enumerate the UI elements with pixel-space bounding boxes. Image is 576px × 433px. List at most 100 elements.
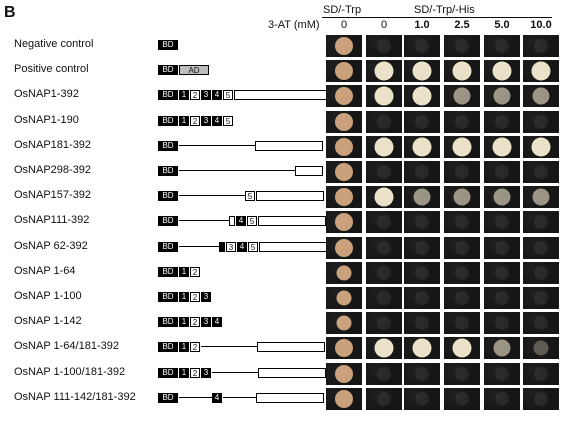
domain-box: BD xyxy=(158,342,178,353)
yeast-spot xyxy=(455,316,469,331)
growth-cell xyxy=(484,261,520,284)
domain-box: BD xyxy=(158,65,178,76)
growth-cell xyxy=(484,60,520,83)
yeast-spot xyxy=(377,165,391,179)
domain-box: 1 xyxy=(179,317,189,328)
yeast-spot xyxy=(415,240,429,255)
yeast-spot xyxy=(495,215,509,230)
yeast-spot xyxy=(455,165,469,179)
linker-line xyxy=(179,220,229,222)
growth-cell xyxy=(444,337,480,360)
growth-cell xyxy=(523,287,559,309)
growth-cell xyxy=(484,35,520,57)
growth-cell xyxy=(404,135,440,158)
growth-cell xyxy=(366,186,402,209)
yeast-spot xyxy=(495,39,509,53)
three-at-label: 3-AT (mM) xyxy=(268,19,320,31)
domain-box: BD xyxy=(158,216,178,227)
growth-cell xyxy=(484,135,520,158)
domain-box: BD xyxy=(158,367,178,378)
yeast-spot xyxy=(377,366,391,381)
domain-box: 4 xyxy=(236,216,246,227)
growth-cell xyxy=(444,387,480,410)
growth-cell xyxy=(366,161,402,183)
growth-cell xyxy=(404,186,440,209)
construct-diagram: BD xyxy=(158,140,323,151)
yeast-spot xyxy=(415,114,429,129)
growth-cell xyxy=(366,236,402,259)
yeast-spot xyxy=(455,39,469,53)
yeast-spot xyxy=(335,364,353,383)
growth-cell xyxy=(326,236,362,259)
growth-cell xyxy=(366,110,402,133)
domain-box: BD xyxy=(158,317,178,328)
growth-cell xyxy=(366,261,402,284)
growth-cell xyxy=(366,362,402,385)
yeast-spot xyxy=(492,137,512,157)
yeast-spot xyxy=(415,39,429,53)
row-label: Negative control xyxy=(14,38,94,50)
growth-cell xyxy=(484,186,520,209)
domain-box: BD xyxy=(158,241,178,252)
yeast-spot xyxy=(452,137,472,157)
growth-cell xyxy=(444,135,480,158)
domain-box: 1 xyxy=(179,266,189,277)
row-label: OsNAP 1-100/181-392 xyxy=(14,365,126,378)
domain-box: 3 xyxy=(201,292,211,302)
yeast-spot xyxy=(534,39,548,53)
yeast-spot xyxy=(374,137,394,157)
domain-box: 2 xyxy=(190,367,200,378)
domain-box xyxy=(258,367,326,378)
growth-cell xyxy=(326,387,362,410)
growth-cell xyxy=(523,135,559,158)
yeast-spot xyxy=(455,291,469,305)
growth-cell xyxy=(404,110,440,133)
growth-cell xyxy=(444,211,480,234)
growth-cell xyxy=(523,236,559,259)
growth-cell xyxy=(366,85,402,108)
sd-trp-his-header: SD/-Trp/-His xyxy=(414,4,475,16)
domain-box: 1 xyxy=(179,90,189,101)
yeast-spot xyxy=(495,165,509,179)
growth-cell xyxy=(326,261,362,284)
domain-box: AD xyxy=(179,65,209,76)
yeast-spot xyxy=(415,165,429,179)
growth-cell xyxy=(366,135,402,158)
yeast-spot xyxy=(534,391,548,406)
yeast-spot xyxy=(336,315,352,331)
growth-cell xyxy=(484,287,520,309)
growth-cell xyxy=(326,211,362,234)
yeast-spot xyxy=(495,240,509,255)
growth-cell xyxy=(404,35,440,57)
row-label: OsNAP111-392 xyxy=(14,214,90,227)
row-label: OsNAP 111-142/181-392 xyxy=(14,390,136,403)
growth-cell xyxy=(444,85,480,108)
yeast-spot xyxy=(374,61,394,81)
growth-cell xyxy=(326,287,362,309)
yeast-spot xyxy=(336,265,352,281)
growth-cell xyxy=(326,85,362,108)
growth-cell xyxy=(366,60,402,83)
yeast-spot xyxy=(412,137,432,157)
domain-box: 2 xyxy=(190,292,200,302)
growth-cell xyxy=(484,337,520,360)
growth-cell xyxy=(404,161,440,183)
domain-box xyxy=(219,241,225,252)
domain-box: 3 xyxy=(201,367,211,378)
domain-box xyxy=(234,90,328,101)
domain-box: 1 xyxy=(179,292,189,302)
yeast-spot xyxy=(495,114,509,129)
domain-box: 4 xyxy=(212,115,222,126)
concentration-label: 0 xyxy=(340,19,348,31)
row-label: OsNAP 62-392 xyxy=(14,239,88,252)
domain-box: BD xyxy=(158,115,178,126)
growth-cell xyxy=(404,85,440,108)
yeast-spot xyxy=(453,188,471,206)
yeast-spot xyxy=(374,338,394,358)
domain-box: 1 xyxy=(179,367,189,378)
domain-box: 2 xyxy=(190,90,200,101)
row-label: OsNAP181-392 xyxy=(14,138,92,151)
